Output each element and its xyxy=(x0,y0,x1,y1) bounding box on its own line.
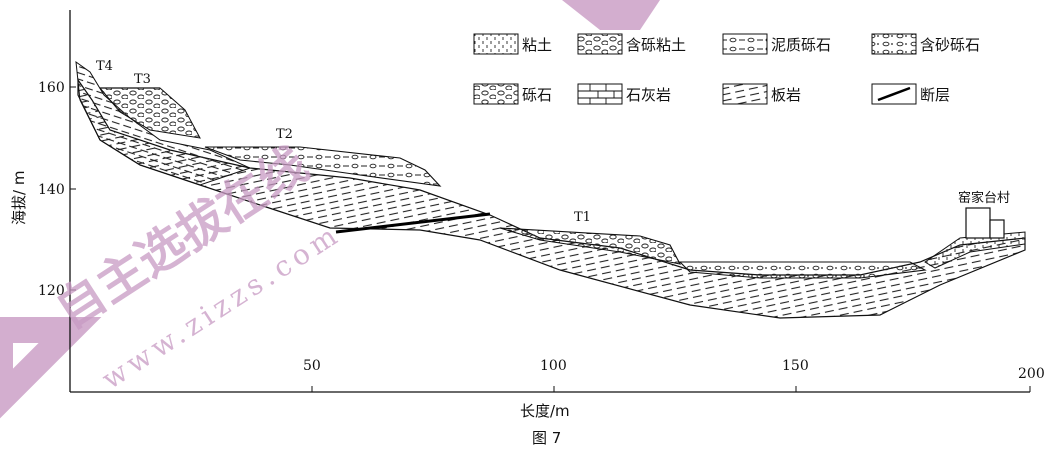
slate-upper-slope xyxy=(75,60,252,186)
legend-gravel-clay-label: 含砾粘土 xyxy=(626,36,686,54)
legend-swatches xyxy=(473,33,917,105)
terrace-t1-label: T1 xyxy=(574,210,591,225)
fault-line xyxy=(335,212,491,234)
t2-deposit xyxy=(204,146,442,187)
x-tick-150: 150 xyxy=(782,358,809,374)
x-tick-50: 50 xyxy=(303,358,321,374)
legend-muddy-gravel-label: 泥质砾石 xyxy=(771,36,831,54)
legend-slate-label: 板岩 xyxy=(771,86,801,104)
legend-clay-label: 粘土 xyxy=(522,36,552,54)
terrace-t4-label: T4 xyxy=(96,59,113,74)
x-tick-200: 200 xyxy=(1018,366,1044,382)
watermark-shapes xyxy=(0,0,660,419)
village-buildings xyxy=(965,207,1005,239)
x-tick-100: 100 xyxy=(540,358,567,374)
terrace-t2-label: T2 xyxy=(276,127,293,142)
t1-deposit xyxy=(499,227,682,265)
legend-labels: 粘土 含砾粘土 泥质砾石 含砂砾石 砾石 石灰岩 板岩 断层 xyxy=(522,36,980,104)
legend-sandy-gravel-label: 含砂砾石 xyxy=(920,36,980,54)
y-axis-label: 海拔/ m xyxy=(10,171,28,225)
village-label: 窑家台村 xyxy=(958,190,1010,206)
terrace-t3-label: T3 xyxy=(134,72,151,87)
legend-gravel-label: 砾石 xyxy=(522,86,552,104)
legend-fault-label: 断层 xyxy=(920,86,950,104)
x-axis-label: 长度/m xyxy=(520,402,570,420)
y-tick-160: 160 xyxy=(38,80,65,96)
valley-floor-sandy-gravel xyxy=(678,261,927,279)
y-tick-140: 140 xyxy=(38,182,65,198)
legend-limestone-label: 石灰岩 xyxy=(626,86,671,104)
figure-caption: 图 7 xyxy=(532,429,561,447)
right-bank-deposit xyxy=(924,231,1026,269)
y-tick-120: 120 xyxy=(38,283,65,299)
x-tick-labels: 50 100 150 200 xyxy=(303,358,1044,382)
y-tick-labels: 160 140 120 xyxy=(38,80,65,299)
terrace-labels: T4 T3 T2 T1 xyxy=(96,59,591,225)
axes xyxy=(69,10,1031,393)
